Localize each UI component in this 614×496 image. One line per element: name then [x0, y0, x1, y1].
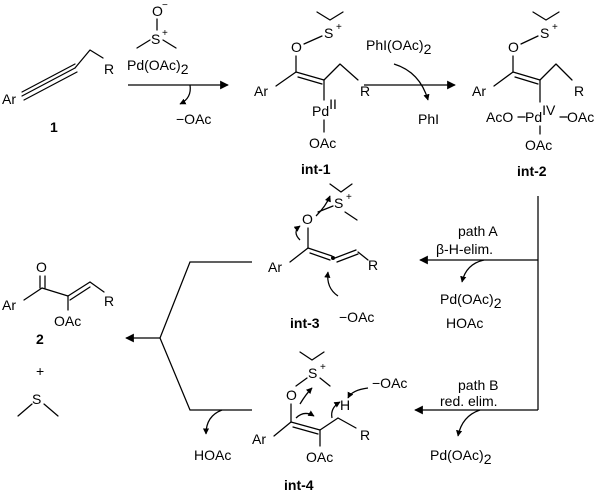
svg-text:+: +: [336, 22, 342, 33]
byproduct-hoac: HOAc: [194, 447, 231, 463]
atom-ar: Ar: [472, 83, 486, 99]
atom-o: O: [286, 387, 297, 403]
path-b-mechanism: red. elim.: [440, 393, 498, 409]
atom-o: O: [291, 39, 302, 55]
charge-plus: +: [162, 28, 168, 39]
byproduct-pd-oac2: Pd(OAc)2: [430, 447, 492, 467]
atom-aco: AcO: [486, 109, 513, 125]
step1: O − S + Pd(OAc)2 −OAc: [127, 0, 229, 127]
atom-s: S: [334, 195, 343, 211]
byproduct-hoac: HOAc: [446, 315, 483, 331]
atom-ar: Ar: [2, 91, 16, 107]
product-2: O Ar R OAc 2 + S: [2, 259, 114, 417]
intermediate-int2: S + O Ar R AcO PdIV OAc OAc int-2: [472, 11, 594, 179]
atom-o: O: [508, 39, 519, 55]
atom-s: S: [308, 365, 317, 381]
compound-label-int4: int-4: [284, 477, 314, 493]
atom-r: R: [360, 83, 370, 99]
atom-r: R: [574, 83, 584, 99]
atom-oac-anion: −OAc: [339, 309, 374, 325]
atom-s: S: [32, 391, 41, 407]
atom-s: S: [324, 25, 333, 41]
atom-pd: PdII: [312, 96, 337, 119]
intermediate-int1: S + O Ar R PdII OAc int-1: [254, 11, 370, 177]
reagent-pd-oac2: Pd(OAc)2: [127, 57, 189, 77]
byproduct-oac: −OAc: [176, 111, 211, 127]
path-a: path A β-H-elim. Pd(OAc)2 HOAc: [419, 223, 538, 331]
compound-1: Ar R 1: [2, 49, 114, 135]
atom-oac: OAc: [306, 449, 333, 465]
atom-o: O: [36, 259, 47, 275]
intermediate-int3: S + O Ar R −OAc int-3: [268, 183, 378, 331]
charge-minus: −: [162, 0, 168, 11]
atom-oac: OAc: [309, 135, 336, 151]
byproduct-phi: PhI: [418, 111, 439, 127]
compound-label-int2: int-2: [517, 163, 547, 179]
convergence-bracket: [159, 261, 252, 411]
reagent-phi-oac2: PhI(OAc)2: [366, 37, 432, 57]
atom-pd: PdIV: [525, 102, 556, 125]
atom-ar: Ar: [268, 259, 282, 275]
atom-oac-anion: −OAc: [372, 375, 407, 391]
atom-r: R: [104, 61, 114, 77]
atom-r: R: [368, 257, 378, 273]
plus-sign: +: [36, 363, 44, 379]
compound-label-int1: int-1: [301, 161, 331, 177]
atom-ar: Ar: [254, 83, 268, 99]
compound-label-1: 1: [50, 119, 58, 135]
atom-h: H: [340, 397, 350, 413]
atom-s: S: [151, 31, 160, 47]
compound-label-int3: int-3: [290, 315, 320, 331]
atom-s: S: [540, 25, 549, 41]
byproduct-pd-oac2: Pd(OAc)2: [440, 291, 502, 311]
atom-ar: Ar: [2, 297, 16, 313]
intermediate-int4: S + O Ar H R OAc −OAc int-4: [252, 351, 407, 493]
svg-text:+: +: [346, 192, 352, 203]
svg-text:+: +: [552, 22, 558, 33]
atom-ar: Ar: [252, 431, 266, 447]
atom-oac: OAc: [567, 109, 594, 125]
svg-text:+: +: [320, 362, 326, 373]
atom-r: R: [360, 427, 370, 443]
path-b-label: path B: [458, 377, 498, 393]
atom-oac: OAc: [54, 313, 81, 329]
convergence: HOAc: [125, 261, 252, 463]
path-a-mechanism: β-H-elim.: [436, 241, 493, 257]
atom-o: O: [302, 211, 313, 227]
path-b: path B red. elim. Pd(OAc)2: [414, 377, 538, 467]
path-a-label: path A: [458, 223, 498, 239]
atom-o: O: [152, 3, 163, 19]
atom-r: R: [104, 293, 114, 309]
step2: PhI(OAc)2 PhI: [364, 37, 456, 127]
atom-oac: OAc: [525, 137, 552, 153]
compound-label-2: 2: [36, 331, 44, 347]
